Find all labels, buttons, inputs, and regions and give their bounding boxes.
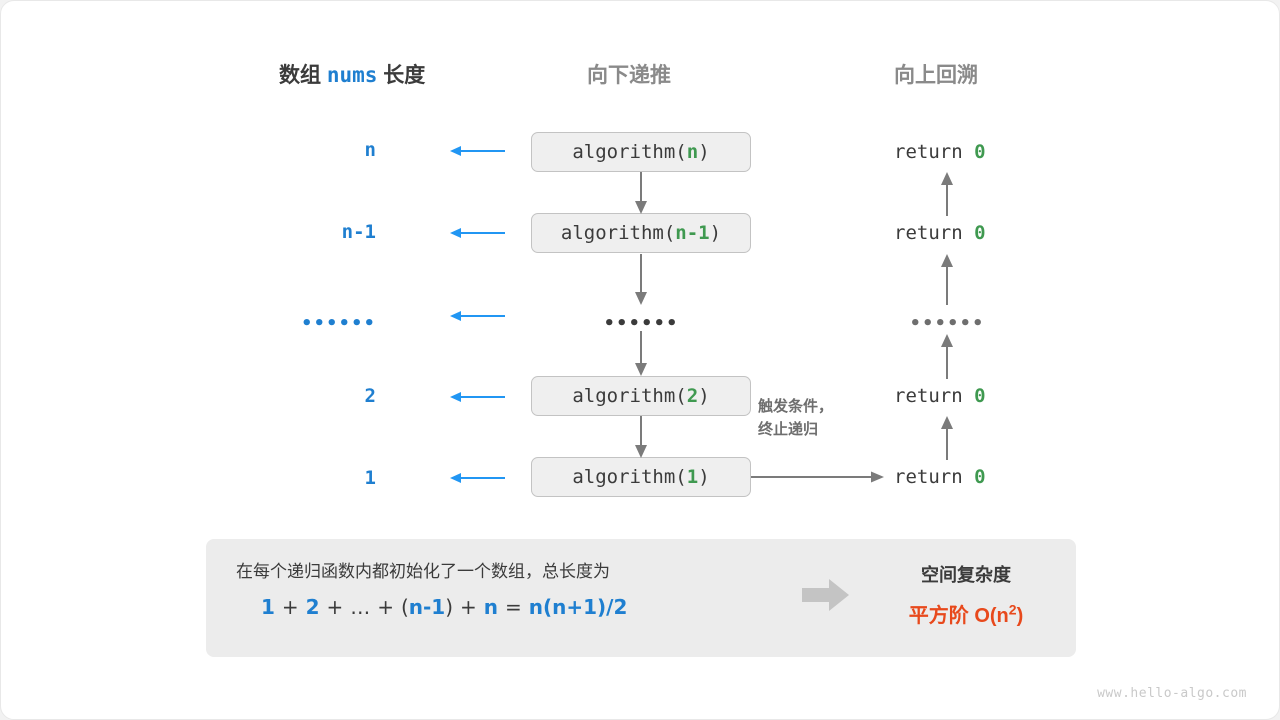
header-left-prefix: 数组 [279,64,321,87]
return-value-5: 0 [974,466,986,488]
down-arrow-1-to-2 [626,172,656,215]
up-arrow-2-to-1 [932,171,962,216]
length-label-row-3-ellipsis: •••••• [301,313,377,334]
call-box-row-2[interactable]: algorithm(n-1) [531,213,751,253]
length-label-row-2: n-1 [341,221,376,243]
formula-plus-1: + [281,595,299,619]
call-box-arg-2: n-1 [675,222,710,244]
space-complexity-title: 空间复杂度 [921,565,1011,585]
return-column-ellipsis: •••••• [909,313,985,334]
block-arrow-icon [802,577,850,613]
complexity-suffix: ) [1016,605,1024,627]
summary-description: 在每个递归函数内都初始化了一个数组，总长度为 [236,562,610,581]
base-case-annotation: 触发条件， 终止递归 [758,396,833,441]
base-case-arrow [751,467,885,487]
return-value-1: 0 [974,141,986,163]
return-text-5: return [894,466,975,488]
formula-ellipsis: … [350,595,371,619]
formula-result: n(n+1)/2 [528,595,628,619]
return-label-row-2: return 0 [894,222,986,244]
header-middle-column: 向下递推 [587,64,671,87]
return-value-2: 0 [974,222,986,244]
formula-term-1: 1 [261,595,275,619]
left-arrow-row-2 [449,223,505,243]
formula-paren-close: ) [445,595,454,619]
down-arrow-ellipsis-to-4 [626,331,656,377]
up-arrow-5-to-4 [932,415,962,460]
return-text-4: return [894,385,975,407]
return-value-4: 0 [974,385,986,407]
call-box-suffix-5: ) [698,466,710,488]
return-label-row-1: return 0 [894,141,986,163]
up-arrow-4-to-ellipsis [932,333,962,379]
down-arrow-2-to-ellipsis [626,254,656,306]
call-box-prefix-5: algorithm( [572,466,687,488]
return-text-1: return [894,141,975,163]
formula-paren-open: ( [400,595,409,619]
formula-plus-2: + [326,595,344,619]
formula-plus-4: + [460,595,477,619]
complexity-exponent: 2 [1008,601,1017,618]
up-arrow-ellipsis-to-2 [932,253,962,305]
annotation-line-2: 终止递归 [758,420,819,438]
call-box-row-5[interactable]: algorithm(1) [531,457,751,497]
call-box-arg-4: 2 [686,385,699,407]
call-box-suffix-2: ) [709,222,722,244]
length-label-row-1: n [364,139,376,161]
left-arrow-row-3 [449,306,505,326]
header-left-code: nums [326,63,378,87]
call-box-prefix-4: algorithm( [572,385,687,407]
formula-term-2: 2 [305,595,320,619]
call-box-suffix-4: ) [698,385,710,407]
summary-formula: 1 + 2 + … + (n-1) + n = n(n+1)/2 [261,595,627,619]
length-label-row-4: 2 [364,385,376,407]
formula-term-4: n-1 [408,595,446,619]
call-box-suffix-1: ) [698,141,710,163]
summary-panel: 在每个递归函数内都初始化了一个数组，总长度为 1 + 2 + … + (n-1)… [206,539,1076,657]
left-arrow-row-1 [449,141,505,161]
header-right-column: 向上回溯 [894,64,978,87]
call-box-arg-5: 1 [686,466,699,488]
return-label-row-4: return 0 [894,385,986,407]
call-column-ellipsis: •••••• [603,313,679,334]
down-arrow-4-to-5 [626,416,656,459]
left-arrow-row-5 [449,468,505,488]
call-box-row-1[interactable]: algorithm(n) [531,132,751,172]
return-label-row-5: return 0 [894,466,986,488]
watermark-url: www.hello-algo.com [1097,686,1247,701]
call-box-prefix-2: algorithm( [560,222,676,244]
call-box-row-4[interactable]: algorithm(2) [531,376,751,416]
call-box-arg-1: n [686,141,699,163]
left-arrow-row-4 [449,387,505,407]
formula-plus-3: + [377,595,394,619]
return-text-2: return [894,222,975,244]
header-left-column: 数组 nums 长度 [279,59,425,89]
annotation-line-1: 触发条件， [758,398,834,415]
space-complexity-value: 平方阶 O(n2) [866,599,1066,628]
formula-equals: = [504,595,522,619]
call-box-prefix-1: algorithm( [572,141,687,163]
header-left-suffix: 长度 [383,64,426,87]
complexity-prefix: 平方阶 O(n [908,605,1009,627]
formula-term-5: n [483,595,498,619]
length-label-row-5: 1 [364,467,376,489]
